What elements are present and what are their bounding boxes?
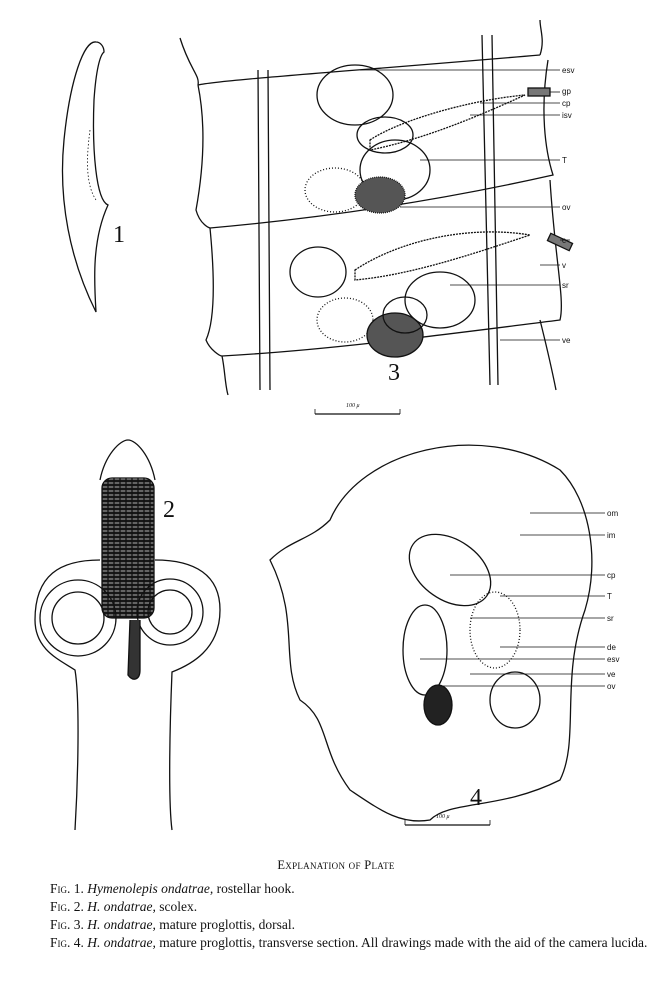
fig3-label: ov: [562, 203, 571, 212]
caption-text: mature proglottis, transverse section. A…: [155, 935, 648, 950]
fig1-rostellar-hook: [61, 41, 109, 313]
fig4-label: T: [607, 592, 612, 601]
caption-fig-ref: Fig. 2.: [50, 899, 84, 914]
caption-fig-ref: Fig. 3.: [50, 917, 84, 932]
fig4-label: sr: [607, 614, 614, 623]
fig4-transverse-section: [269, 444, 605, 826]
caption-species: Hymenolepis ondatrae,: [87, 881, 214, 896]
fig4-label: ov: [607, 682, 616, 691]
fig3-label: T: [562, 156, 567, 165]
fig1-number: 1: [113, 222, 125, 248]
caption-text: scolex.: [155, 899, 198, 914]
caption-item: Fig. 4. H. ondatrae, mature proglottis, …: [50, 934, 660, 951]
fig3-label: sr: [562, 281, 569, 290]
caption-species: H. ondatrae,: [87, 935, 156, 950]
fig4-scale-label: 100 μ: [436, 814, 450, 820]
fig3-label: cp: [562, 99, 571, 108]
caption-item: Fig. 2. H. ondatrae, scolex.: [50, 898, 660, 915]
caption-fig-ref: Fig. 1.: [50, 881, 84, 896]
fig3-label: esv: [562, 66, 575, 75]
fig3-label: gp: [562, 87, 571, 96]
fig4-label: de: [607, 643, 616, 652]
fig3-scale-label: 100 μ: [346, 403, 360, 409]
caption-fig-ref: Fig. 4.: [50, 935, 84, 950]
fig3-label: c: [562, 236, 566, 245]
caption-species: H. ondatrae,: [87, 899, 156, 914]
caption-item: Fig. 3. H. ondatrae, mature proglottis, …: [50, 916, 660, 933]
fig2-number: 2: [163, 497, 175, 523]
fig3-proglottis: [179, 19, 574, 415]
caption-item: Fig. 1. Hymenolepis ondatrae, rostellar …: [50, 880, 660, 897]
caption-species: H. ondatrae,: [87, 917, 156, 932]
fig4-label: im: [607, 531, 616, 540]
fig4-number: 4: [470, 785, 482, 811]
fig4-label: cp: [607, 571, 616, 580]
fig4-label: esv: [607, 655, 620, 664]
caption-text: mature proglottis, dorsal.: [155, 917, 295, 932]
fig4-label: om: [607, 509, 619, 518]
caption-text: rostellar hook.: [213, 881, 295, 896]
caption-title: Explanation of Plate: [277, 858, 395, 872]
fig2-scolex: [34, 439, 221, 831]
fig4-label: ve: [607, 670, 616, 679]
fig3-label: isv: [562, 111, 572, 120]
fig3-number: 3: [388, 360, 400, 386]
fig3-label: ve: [562, 336, 571, 345]
fig3-label: v: [562, 261, 566, 270]
